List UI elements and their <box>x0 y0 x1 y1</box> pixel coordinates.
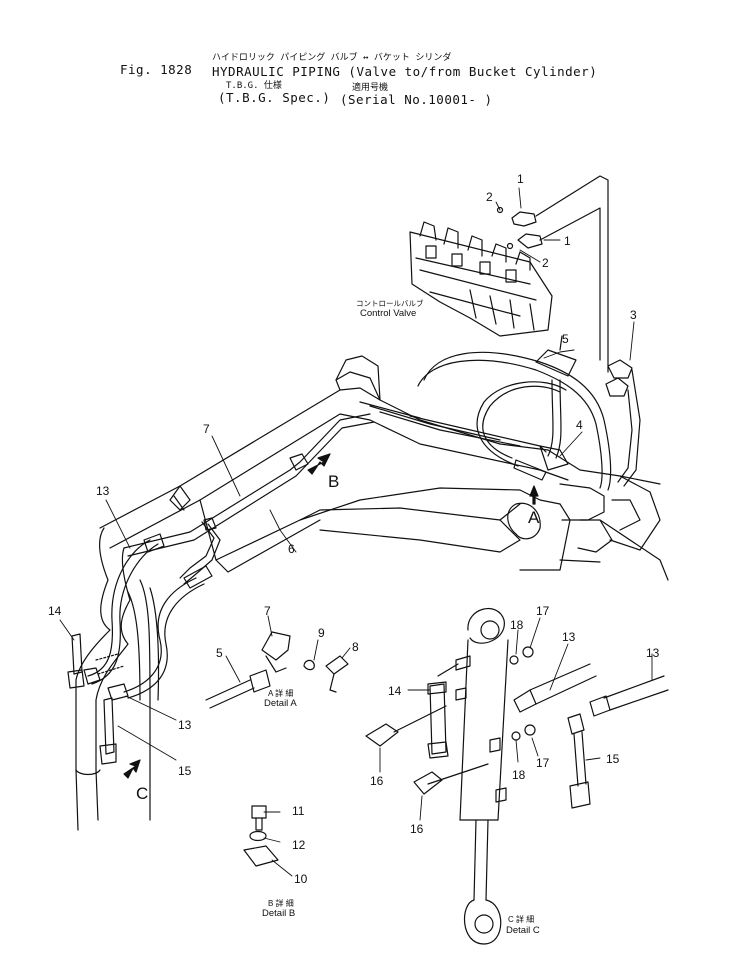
part-number-15-detail-c: 15 <box>606 752 620 766</box>
view-b-label: B <box>328 472 340 491</box>
control-valve-label: Control Valve <box>360 308 417 319</box>
serial-japanese: 適用号機 <box>352 83 389 93</box>
part-number-3: 3 <box>630 308 637 322</box>
view-arrows <box>124 454 538 778</box>
part-number-13-arm-upper: 13 <box>96 484 110 498</box>
part-number-11: 11 <box>292 804 305 818</box>
view-c-label: C <box>136 784 149 803</box>
part-number-16-lower: 16 <box>410 822 424 836</box>
valve-hoses <box>418 352 640 490</box>
figure-number: Fig. 1828 <box>120 62 193 77</box>
part-number-5: 5 <box>562 332 569 346</box>
view-a-label: A <box>528 508 540 527</box>
serial-english: (Serial No.10001- ) <box>340 92 493 107</box>
detail-b-caption-jp: B 詳 細 <box>268 899 294 908</box>
boom <box>100 356 668 580</box>
spec-japanese: T.B.G. 仕様 <box>226 81 282 91</box>
leader-lines <box>60 188 652 876</box>
title-japanese: ハイドロリック パイピング バルブ ↔ バケット シリンダ <box>212 53 452 63</box>
spec-english: (T.B.G. Spec.) <box>218 90 331 105</box>
adapter-fittings <box>498 176 609 376</box>
part-number-17-lower: 17 <box>536 756 550 770</box>
part-number-13-detail-c-left: 13 <box>562 630 576 644</box>
detail-b-parts <box>244 806 278 866</box>
title-english: HYDRAULIC PIPING (Valve to/from Bucket C… <box>212 64 598 79</box>
part-number-9: 9 <box>318 626 325 640</box>
control-valve <box>410 222 552 336</box>
detail-b-caption: Detail B <box>262 908 296 919</box>
part-number-14-detail-c: 14 <box>388 684 402 698</box>
part-number-13-arm-lower: 13 <box>178 718 192 732</box>
detail-c-cylinder <box>456 609 508 944</box>
detail-c-fittings <box>366 647 668 808</box>
detail-c-caption: Detail C <box>506 925 540 936</box>
part-number-10: 10 <box>294 872 308 886</box>
part-number-13-detail-c-right: 13 <box>646 646 660 660</box>
part-number-1-lower: 1 <box>564 234 571 248</box>
part-number-17-upper: 17 <box>536 604 550 618</box>
arm-tube-assemblies <box>68 634 116 764</box>
part-number-5-detail-a: 5 <box>216 646 223 660</box>
control-valve-label-jp: コントロールバルブ <box>356 299 424 308</box>
detail-a-caption-jp: A 詳 細 <box>268 689 294 698</box>
part-number-7: 7 <box>203 422 210 436</box>
part-number-8: 8 <box>352 640 359 654</box>
part-number-7-detail-a: 7 <box>264 604 271 618</box>
part-number-15-arm: 15 <box>178 764 192 778</box>
part-number-12: 12 <box>292 838 306 852</box>
part-number-1-upper: 1 <box>517 172 524 186</box>
part-number-6: 6 <box>288 542 295 556</box>
boom-pipes <box>124 414 374 588</box>
arm-hoses <box>84 540 204 700</box>
part-number-18-lower: 18 <box>512 768 526 782</box>
detail-a-caption: Detail A <box>264 698 297 709</box>
part-number-2-lower: 2 <box>542 256 549 270</box>
detail-c-caption-jp: C 詳 細 <box>508 915 535 924</box>
part-number-18-upper: 18 <box>510 618 524 632</box>
part-number-14-arm: 14 <box>48 604 62 618</box>
part-number-2-upper: 2 <box>486 190 493 204</box>
part-number-4: 4 <box>576 418 583 432</box>
part-number-16-upper: 16 <box>370 774 384 788</box>
detail-a-parts <box>206 632 348 708</box>
